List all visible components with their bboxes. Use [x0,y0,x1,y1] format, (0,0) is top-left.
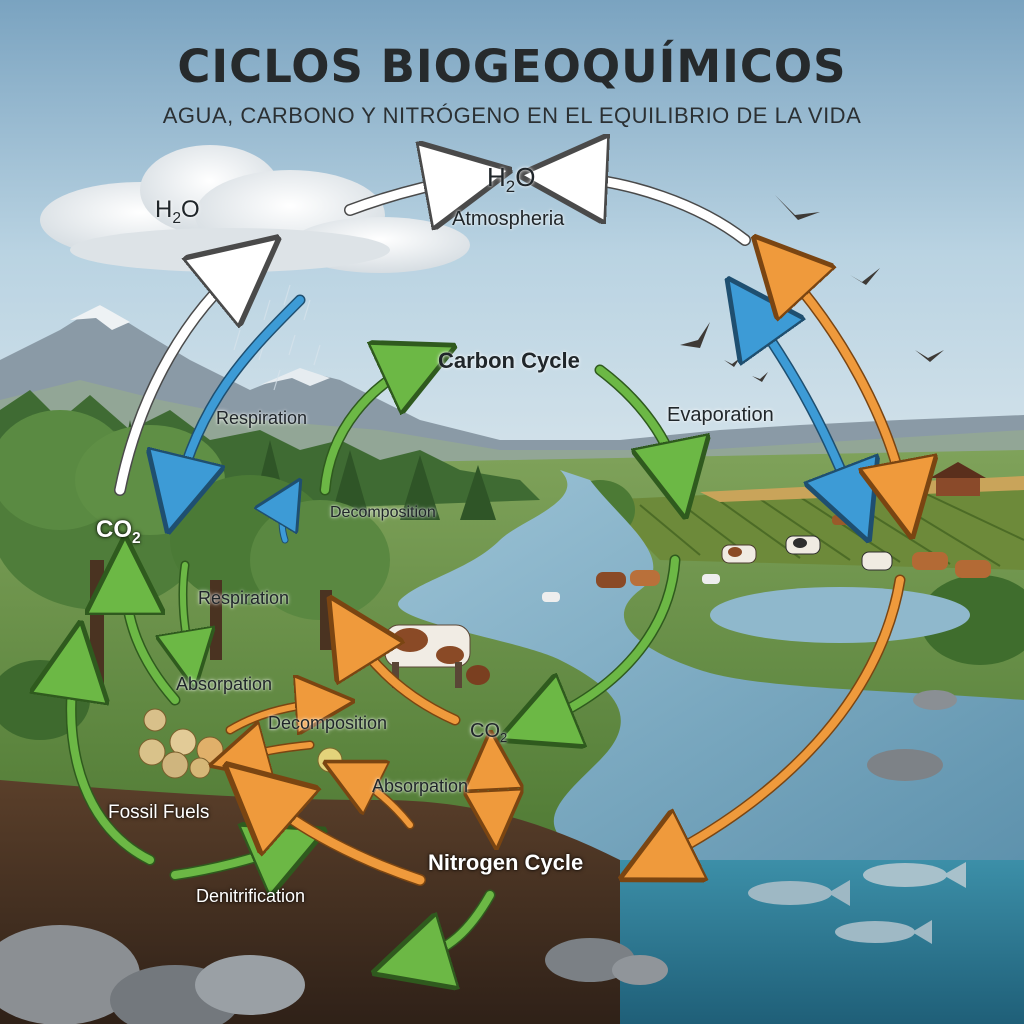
absorption-left-label: Absorpation [176,674,273,694]
h2o-atmosphere-label: H2O [487,162,536,197]
fish [748,862,966,944]
decomposition-middle-label: Decomposition [268,713,388,733]
respiration-lower-label: Respiration [198,588,290,608]
h2o-cloud-label: H2O [155,196,200,227]
co2-center-label: CO2 [470,720,508,745]
respiration-upper-label: Respiration [216,408,308,428]
page-subtitle: AGUA, CARBONO Y NITRÓGENO EN EL EQUILIBR… [162,103,862,128]
co2-forest-label: CO2 [96,516,141,547]
carbon-cycle-label: Carbon Cycle [438,348,580,373]
page-title: CICLOS BIOGEOQUÍMICOS [177,40,847,93]
water-cycle-arrows [114,177,751,496]
rocks [0,690,957,1024]
evaporation-label: Evaporation [667,404,774,426]
decomposition-upper-label: Decomposition [330,504,436,521]
pond [710,587,970,643]
absorption-center-label: Absorpation [372,776,469,796]
nitrogen-cycle-arrows [230,265,905,886]
barn [930,462,986,496]
underwater [620,860,1024,1024]
atmosphere-label: Atmospheria [452,208,565,230]
nitrogen-cycle-label: Nitrogen Cycle [428,850,584,875]
fossil-fuels-label: Fossil Fuels [108,802,210,823]
denitrification-label: Denitrification [196,886,306,906]
